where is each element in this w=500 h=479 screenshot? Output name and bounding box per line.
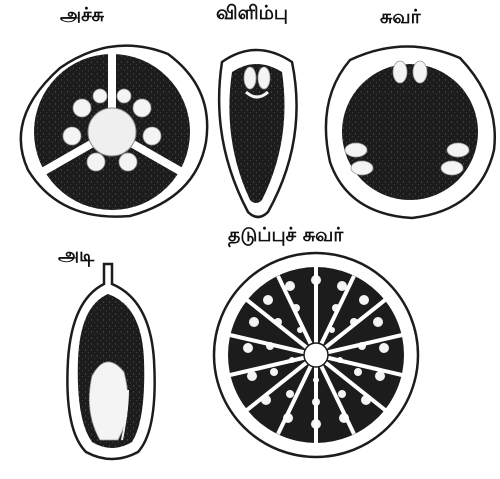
basal-ovary: [67, 264, 154, 459]
axile-ovule: [117, 89, 131, 103]
parietal-ovule: [447, 143, 469, 157]
marginal-ovary: [219, 50, 296, 217]
parietal-ovule: [441, 161, 463, 175]
parietal-ovule: [393, 61, 407, 83]
label-axile: அச்சு: [60, 4, 104, 29]
basal-ovule: [89, 362, 128, 440]
parietal-ovary: [326, 46, 495, 218]
axile-ovule: [63, 127, 81, 145]
label-parietal: சுவர்: [380, 6, 421, 31]
axile-ovule: [93, 89, 107, 103]
parietal-ovule: [413, 61, 427, 83]
axile-ovule: [143, 127, 161, 145]
parietal-locule: [342, 64, 478, 200]
parietal-ovule: [345, 143, 367, 157]
axile-ovary: [21, 46, 207, 217]
axile-ovule: [119, 153, 137, 171]
superficial-center: [304, 343, 328, 367]
superficial-ovary: [214, 253, 418, 457]
axile-ovule: [73, 99, 91, 117]
axile-ovule: [87, 153, 105, 171]
axile-ovule: [133, 99, 151, 117]
marginal-ovule: [258, 67, 270, 89]
label-basal: அடி: [58, 244, 94, 269]
axile-central-axis: [88, 108, 136, 156]
marginal-ovule: [244, 67, 256, 89]
label-marginal: விளிம்பு: [216, 2, 288, 27]
parietal-ovule: [351, 161, 373, 175]
label-superficial: தடுப்புச் சுவர்: [228, 224, 343, 249]
